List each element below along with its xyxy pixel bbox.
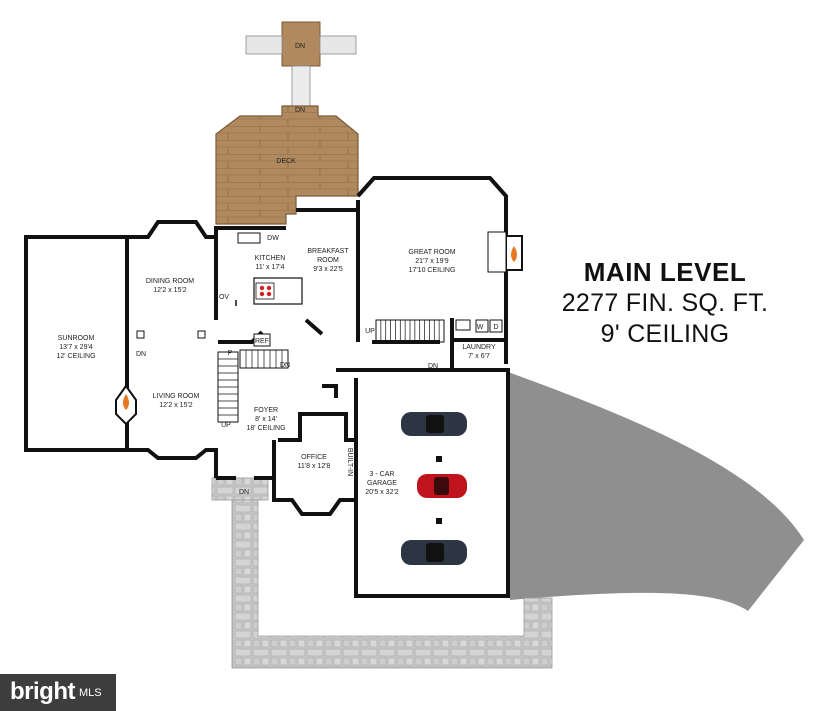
logo-word: bright [10, 678, 75, 705]
garage-name-1: 3 - CAR [370, 471, 395, 478]
refrigerator-icon [253, 333, 271, 347]
foyer-ceiling: 18' CEILING [246, 425, 285, 432]
garage-post-2 [436, 518, 442, 524]
deck-dn-label: DN [295, 107, 305, 114]
breakfast-size: 9'3 x 22'5 [313, 266, 343, 273]
kitchen-size: 11' x 17'4 [255, 264, 284, 271]
car-top [401, 412, 467, 436]
foyer-up-label: UP [221, 422, 231, 429]
breakfast-name-1: BREAKFAST [307, 248, 349, 255]
office-name: OFFICE [301, 454, 327, 461]
laundry-dn-label: DN [428, 363, 438, 370]
laundry-sink-icon [455, 319, 471, 331]
living-room-size: 12'2 x 15'2 [159, 402, 193, 409]
stair-treads [217, 319, 445, 423]
deck-label: DECK [276, 158, 296, 165]
stair-dn-label: DN [280, 362, 290, 369]
pantry-label: P [228, 350, 233, 357]
front-stoop [211, 477, 269, 501]
kitchen-cooktop-icon [255, 282, 275, 300]
garage-size: 20'5 x 32'2 [365, 489, 399, 496]
sunroom-column [136, 330, 145, 339]
dining-column [197, 330, 206, 339]
living-room-name: LIVING ROOM [153, 393, 200, 400]
office-size: 11'8 x 12'8 [298, 463, 331, 470]
kitchen-sink-icon [237, 232, 261, 244]
deck-stair-down [291, 65, 311, 107]
great-room-name: GREAT ROOM [408, 249, 455, 256]
walkway [231, 488, 553, 669]
foyer-name: FOYER [254, 407, 278, 414]
laundry-size: 7' x 6'7 [468, 353, 490, 360]
deck [215, 105, 359, 225]
great-room-ceiling: 17'10 CEILING [409, 267, 456, 274]
dishwasher-label: DW [267, 235, 279, 242]
car-bottom [401, 540, 467, 565]
deck-side-stair-left [245, 35, 283, 55]
oven-label: OV [219, 294, 229, 301]
sunroom-name: SUNROOM [58, 335, 95, 342]
level-title: MAIN LEVEL [583, 257, 747, 287]
sunroom-size: 13'7 x 29'4 [59, 344, 93, 351]
dining-room-name: DINING ROOM [146, 278, 194, 285]
room-labels: DN DN DECK SUNROOM 13'7 x 29'4 12' CEILI… [56, 43, 498, 496]
car-middle [417, 474, 467, 498]
finished-area: 2277 FIN. SQ. FT. [561, 289, 769, 317]
deck-side-stair-right [319, 35, 357, 55]
ceiling-height: 9' CEILING [600, 320, 730, 348]
washer-icon [475, 319, 489, 333]
title-block: MAIN LEVEL 2277 FIN. SQ. FT. 9' CEILING [540, 256, 790, 350]
garage-post-1 [436, 456, 442, 462]
front-stoop-dn-label: DN [239, 489, 249, 496]
great-room-flame-icon [511, 246, 517, 262]
dryer-icon [489, 319, 503, 333]
living-room-flame-icon [123, 394, 129, 410]
kitchen-island [253, 277, 303, 305]
logo-suffix: MLS [79, 687, 102, 699]
refrigerator-label: REF [255, 338, 269, 345]
laundry-name: LAUNDRY [462, 344, 496, 351]
sunroom-dn-label: DN [136, 351, 146, 358]
foyer-size: 8' x 14' [255, 416, 277, 423]
kitchen-name: KITCHEN [255, 255, 286, 262]
dryer-label: D [493, 324, 498, 331]
built-in-label: BUILT-IN [346, 448, 353, 476]
dining-room-size: 12'2 x 15'2 [153, 287, 187, 294]
sunroom-ceiling: 12' CEILING [56, 353, 95, 360]
bright-mls-logo: bright MLS [0, 674, 116, 711]
driveway [508, 372, 804, 611]
deck-stair-landing [281, 21, 321, 67]
breakfast-name-2: ROOM [317, 257, 339, 264]
great-room-up-label: UP [365, 328, 375, 335]
deck-stair-dn-label: DN [295, 43, 305, 50]
great-room-size: 21'7 x 19'9 [415, 258, 449, 265]
fireplace-hearth-great [487, 231, 507, 273]
washer-label: W [477, 324, 484, 331]
garage-name-2: GARAGE [367, 480, 397, 487]
walls [24, 176, 510, 598]
